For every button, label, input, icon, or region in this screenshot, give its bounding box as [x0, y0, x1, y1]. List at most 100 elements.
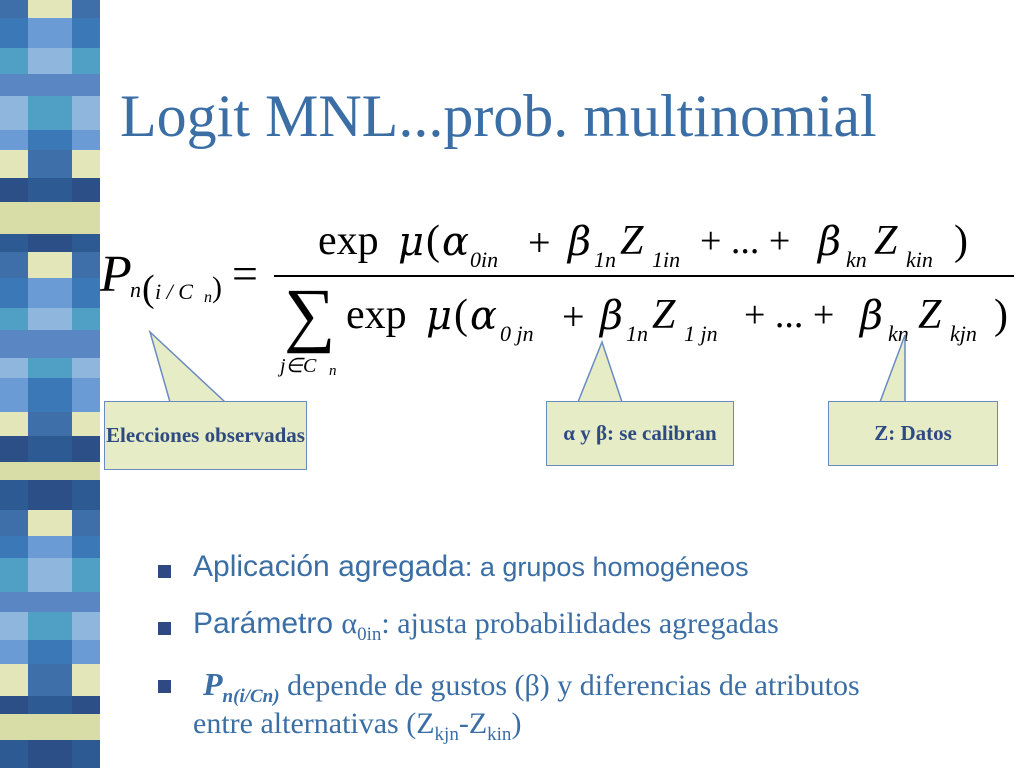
sidebar-accent [28, 234, 72, 252]
sidebar-accent [28, 308, 72, 330]
bullet-3-P-sub: n(i/Cn) [222, 686, 280, 707]
sidebar-stripe [0, 202, 100, 234]
bullet-2-main: Parámetro [193, 607, 342, 640]
sidebar-accent [28, 150, 72, 178]
bullet-3: Pn(i/Cn) depende de gustos (β) y diferen… [193, 664, 860, 745]
decorative-sidebar [0, 0, 100, 768]
bullet-square-3 [158, 680, 171, 693]
den-Z1: Z [652, 292, 676, 338]
sidebar-stripe [0, 18, 100, 48]
sidebar-accent [28, 252, 72, 278]
callout-calibran: α y β: se calibran [546, 401, 734, 466]
sidebar-stripe [0, 74, 100, 96]
den-plus: + [562, 294, 585, 339]
bullet-2-alpha: α [341, 607, 358, 640]
bullet-2-alpha-sub: 0in [357, 624, 382, 645]
den-betak: β [860, 293, 884, 339]
lhs-paren-open: ( [142, 268, 155, 310]
sidebar-stripe [0, 696, 100, 714]
num-beta1: β [568, 219, 592, 265]
sidebar-accent [28, 130, 72, 150]
bullet-1-main: Aplicación agregada [193, 550, 465, 583]
sidebar-stripe [0, 462, 100, 480]
sidebar-stripe [0, 640, 100, 664]
sidebar-accent [28, 18, 72, 48]
num-mu: μ [398, 219, 424, 265]
den-beta1: β [600, 293, 624, 339]
sidebar-accent [28, 74, 72, 96]
slide-title: Logit MNL...prob. multinomial [120, 83, 877, 149]
bullet-3-sub1: kjn [434, 723, 459, 745]
bullet-3-dash: -Z [458, 706, 488, 740]
num-alpha: α [442, 219, 470, 265]
sidebar-stripe [0, 612, 100, 640]
sidebar-stripe [0, 740, 100, 768]
sidebar-accent [28, 462, 72, 480]
equals-sign: = [232, 248, 258, 299]
den-Zk-sub: kjn [950, 321, 977, 346]
lhs-arg: i / C [155, 279, 193, 304]
den-betak-sub: kn [888, 321, 909, 346]
lhs-sub-n: n [130, 277, 141, 302]
den-dots: + ... + [744, 294, 835, 336]
num-Z1: Z [620, 218, 644, 264]
sidebar-stripe [0, 592, 100, 612]
sidebar-accent [28, 510, 72, 536]
bullet-1-rest: : a grupos homogéneos [464, 552, 749, 582]
sidebar-stripe [0, 178, 100, 202]
sidebar-accent [28, 740, 72, 768]
den-beta1-sub: 1n [626, 321, 648, 346]
bullet-2-rest: : ajusta probabilidades agregadas [381, 607, 779, 640]
fraction-bar [274, 275, 1014, 277]
sidebar-accent [28, 436, 72, 462]
num-beta1-sub: 1n [594, 247, 616, 272]
sidebar-stripe [0, 252, 100, 278]
num-betak-sub: kn [846, 247, 867, 272]
sidebar-accent [28, 696, 72, 714]
bullet-3-close: ) [511, 706, 522, 740]
sidebar-accent [28, 714, 72, 740]
sidebar-stripe [0, 308, 100, 330]
sidebar-accent [28, 96, 72, 130]
sidebar-accent [28, 0, 72, 18]
lhs-paren-close: ) [212, 271, 222, 304]
bullet-2: Parámetro α0in: ajusta probabilidades ag… [193, 607, 779, 645]
den-alpha-sub: 0 jn [500, 321, 534, 346]
sidebar-accent [28, 536, 72, 558]
bullet-square-2 [158, 622, 171, 635]
sidebar-stripe [0, 378, 100, 412]
den-exp: exp [346, 292, 407, 338]
sidebar-stripe [0, 278, 100, 308]
den-close: ) [994, 292, 1008, 338]
bullet-3-rest: depende de gustos (β) y diferencias de a… [279, 669, 860, 702]
sidebar-stripe [0, 234, 100, 252]
sidebar-accent [28, 412, 72, 436]
sidebar-accent [28, 378, 72, 412]
den-alpha: α [470, 293, 498, 339]
num-Z1-sub: 1in [652, 247, 681, 272]
sidebar-accent [28, 330, 72, 358]
den-open: ( [454, 292, 468, 338]
sidebar-accent [28, 480, 72, 510]
num-dots: + ... + [700, 220, 791, 262]
sidebar-stripe [0, 510, 100, 536]
sidebar-accent [28, 178, 72, 202]
sidebar-stripe [0, 558, 100, 592]
sidebar-stripe [0, 0, 100, 18]
bullet-3-P: P [203, 666, 223, 702]
bullet-square-1 [158, 565, 171, 578]
callout-datos: Z: Datos [828, 401, 998, 466]
sidebar-stripe [0, 412, 100, 436]
num-alpha-sub: 0in [470, 247, 499, 272]
sidebar-accent [28, 202, 72, 234]
bullet-3-line2: entre alternativas (Z [193, 706, 435, 740]
den-sum: ∑ [284, 274, 336, 354]
sidebar-stripe [0, 436, 100, 462]
den-Zk: Z [918, 292, 942, 338]
sidebar-stripe [0, 536, 100, 558]
sidebar-stripe [0, 130, 100, 150]
sidebar-stripe [0, 714, 100, 740]
num-close: ) [954, 218, 968, 264]
sidebar-accent [28, 640, 72, 664]
num-betak: β [818, 219, 842, 265]
